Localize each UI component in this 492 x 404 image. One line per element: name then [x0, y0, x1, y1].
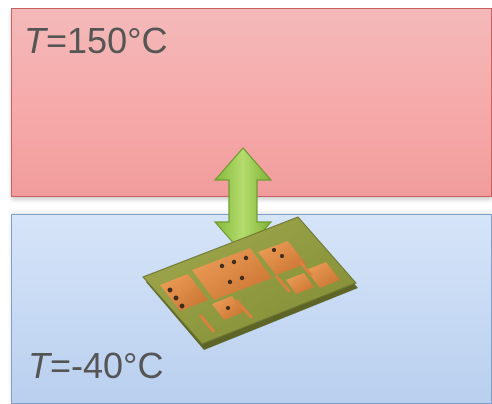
hot-temperature-value: =150°C — [46, 20, 168, 61]
cold-temperature-label: T=-40°C — [28, 345, 163, 387]
hot-temperature-label: T=150°C — [24, 20, 167, 62]
pcb-test-board-icon — [142, 216, 358, 350]
hot-temperature-variable: T — [24, 20, 46, 61]
cold-temperature-value: =-40°C — [50, 345, 164, 386]
cold-temperature-variable: T — [28, 345, 50, 386]
